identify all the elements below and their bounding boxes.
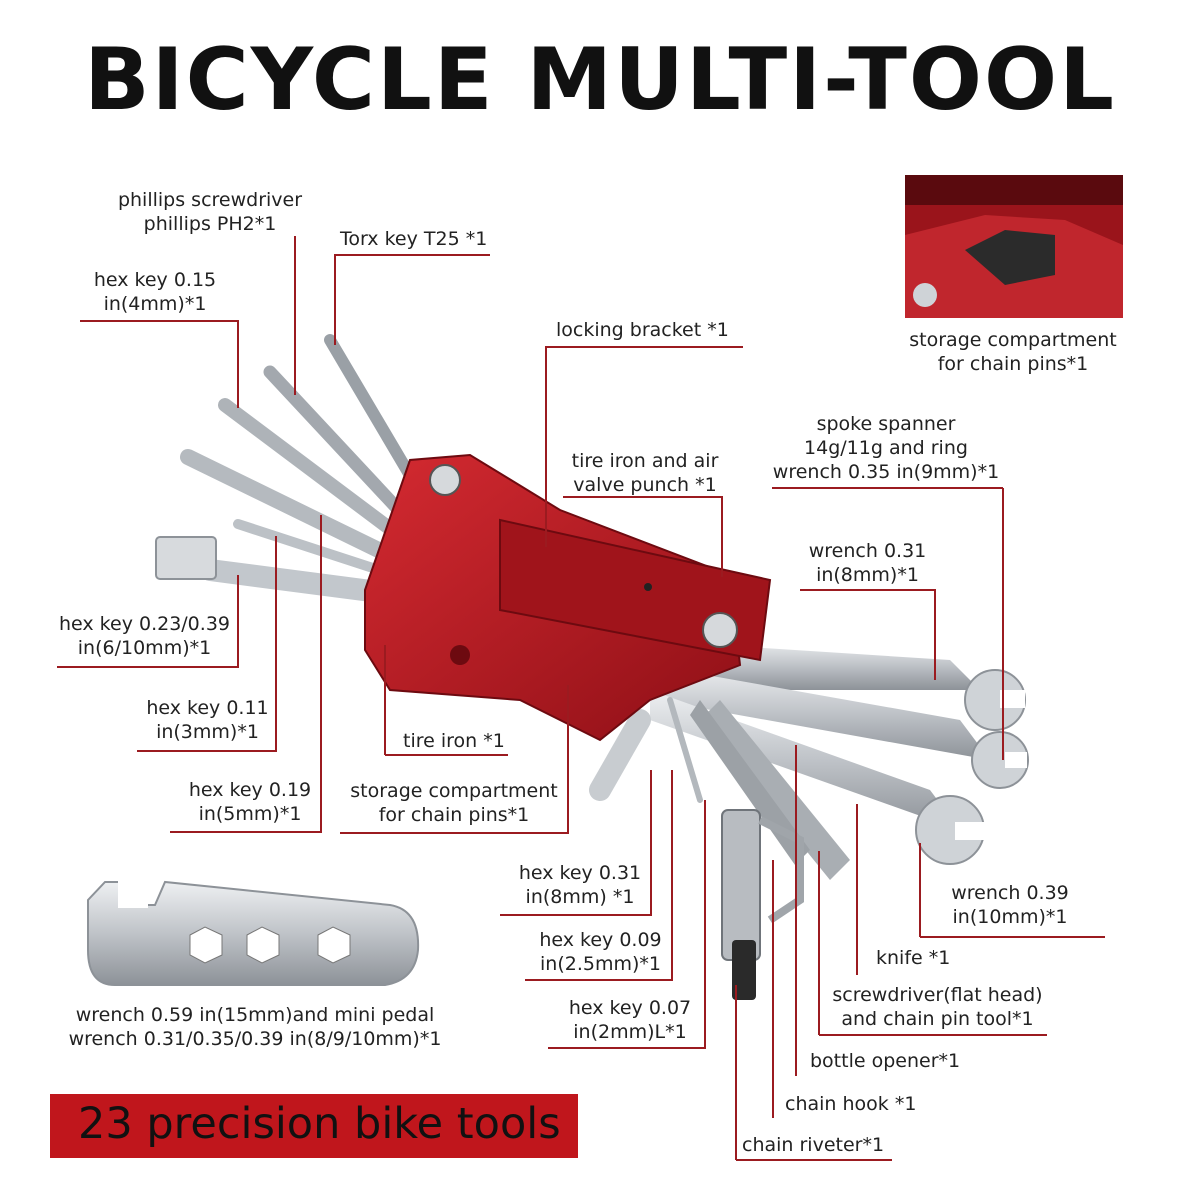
label-hex3: hex key 0.11 in(3mm)*1: [140, 696, 275, 744]
storage-compartment-inset: [905, 175, 1123, 318]
label-phillips-line2: phillips PH2*1: [143, 213, 277, 235]
leader-lines: [57, 236, 1105, 1161]
label-hex2: hex key 0.07 in(2mm)L*1: [560, 996, 700, 1044]
label-wrench8-line2: in(8mm)*1: [816, 564, 919, 586]
label-pedal-line2: wrench 0.31/0.35/0.39 in(8/9/10mm)*1: [68, 1028, 442, 1050]
label-tire-iron: tire iron *1: [403, 730, 505, 752]
label-phillips: phillips screwdriver phillips PH2*1: [110, 188, 310, 236]
page-title: BICYCLE MULTI-TOOL: [84, 30, 1116, 130]
label-hex8-line2: in(8mm) *1: [525, 886, 635, 908]
label-phillips-line1: phillips screwdriver: [117, 189, 303, 211]
label-storage-top-line1: storage compartment: [909, 329, 1117, 351]
label-spoke-line3: wrench 0.35 in(9mm)*1: [772, 461, 1000, 483]
label-hex2-line2: in(2mm)L*1: [573, 1021, 687, 1043]
label-hex2-line1: hex key 0.07: [568, 997, 692, 1019]
label-locking-bracket: locking bracket *1: [556, 319, 729, 341]
label-wrench8-line1: wrench 0.31: [808, 540, 927, 562]
label-hex25-line2: in(2.5mm)*1: [540, 953, 661, 975]
label-bottle-opener: bottle opener*1: [810, 1050, 961, 1072]
label-hex4: hex key 0.15 in(4mm)*1: [80, 268, 230, 316]
label-knife: knife *1: [876, 947, 951, 969]
label-screwdriver-line1: screwdriver(flat head): [832, 984, 1043, 1006]
label-chain-riveter: chain riveter*1: [742, 1134, 885, 1156]
label-tire-iron-air: tire iron and air valve punch *1: [560, 449, 730, 497]
label-hex8: hex key 0.31 in(8mm) *1: [510, 861, 650, 909]
label-storage-mid-line2: for chain pins*1: [378, 804, 530, 826]
label-hex4-line1: hex key 0.15: [93, 269, 217, 291]
label-hex3-line2: in(3mm)*1: [156, 721, 259, 743]
label-screwdriver-line2: and chain pin tool*1: [841, 1008, 1034, 1030]
label-chain-hook: chain hook *1: [785, 1093, 917, 1115]
label-storage-top: storage compartment for chain pins*1: [898, 328, 1128, 376]
label-hex4-line2: in(4mm)*1: [103, 293, 207, 315]
label-spoke-line2: 14g/11g and ring: [804, 437, 968, 459]
label-screwdriver: screwdriver(flat head) and chain pin too…: [825, 983, 1050, 1031]
label-storage-mid-line1: storage compartment: [350, 780, 558, 802]
label-hex610-line1: hex key 0.23/0.39: [59, 613, 230, 635]
label-torx: Torx key T25 *1: [340, 228, 488, 250]
hex-bit: [155, 536, 217, 580]
label-hex25-line1: hex key 0.09: [539, 929, 662, 951]
label-tire-iron-air-line2: valve punch *1: [573, 474, 717, 496]
label-hex610-line2: in(6/10mm)*1: [77, 637, 212, 659]
label-wrench10: wrench 0.39 in(10mm)*1: [945, 881, 1075, 929]
tool-count-banner: 23 precision bike tools: [50, 1094, 578, 1158]
label-hex25: hex key 0.09 in(2.5mm)*1: [528, 928, 673, 976]
label-hex5-line1: hex key 0.19: [188, 779, 312, 801]
label-wrench10-line1: wrench 0.39: [951, 882, 1069, 904]
label-storage-mid: storage compartment for chain pins*1: [340, 779, 568, 827]
label-pedal-line1: wrench 0.59 in(15mm)and mini pedal: [75, 1004, 435, 1026]
label-wrench8: wrench 0.31 in(8mm)*1: [800, 539, 935, 587]
pedal-wrench-illustration: [87, 878, 420, 986]
tool-count-text: 23 precision bike tools: [78, 1099, 561, 1149]
label-hex610: hex key 0.23/0.39 in(6/10mm)*1: [52, 612, 237, 660]
label-hex3-line1: hex key 0.11: [146, 697, 269, 719]
label-hex5: hex key 0.19 in(5mm)*1: [180, 778, 320, 826]
tool-body: [364, 453, 772, 742]
chain-riveter: [721, 809, 804, 1000]
label-storage-top-line2: for chain pins*1: [937, 353, 1089, 375]
label-pedal-wrench: wrench 0.59 in(15mm)and mini pedal wrenc…: [55, 1003, 455, 1051]
label-spoke-spanner: spoke spanner 14g/11g and ring wrench 0.…: [770, 412, 1002, 484]
label-tire-iron-air-line1: tire iron and air: [571, 450, 719, 472]
label-hex5-line2: in(5mm)*1: [198, 803, 302, 825]
label-spoke-line1: spoke spanner: [816, 413, 956, 435]
label-hex8-line1: hex key 0.31: [518, 862, 642, 884]
label-wrench10-line2: in(10mm)*1: [952, 906, 1068, 928]
